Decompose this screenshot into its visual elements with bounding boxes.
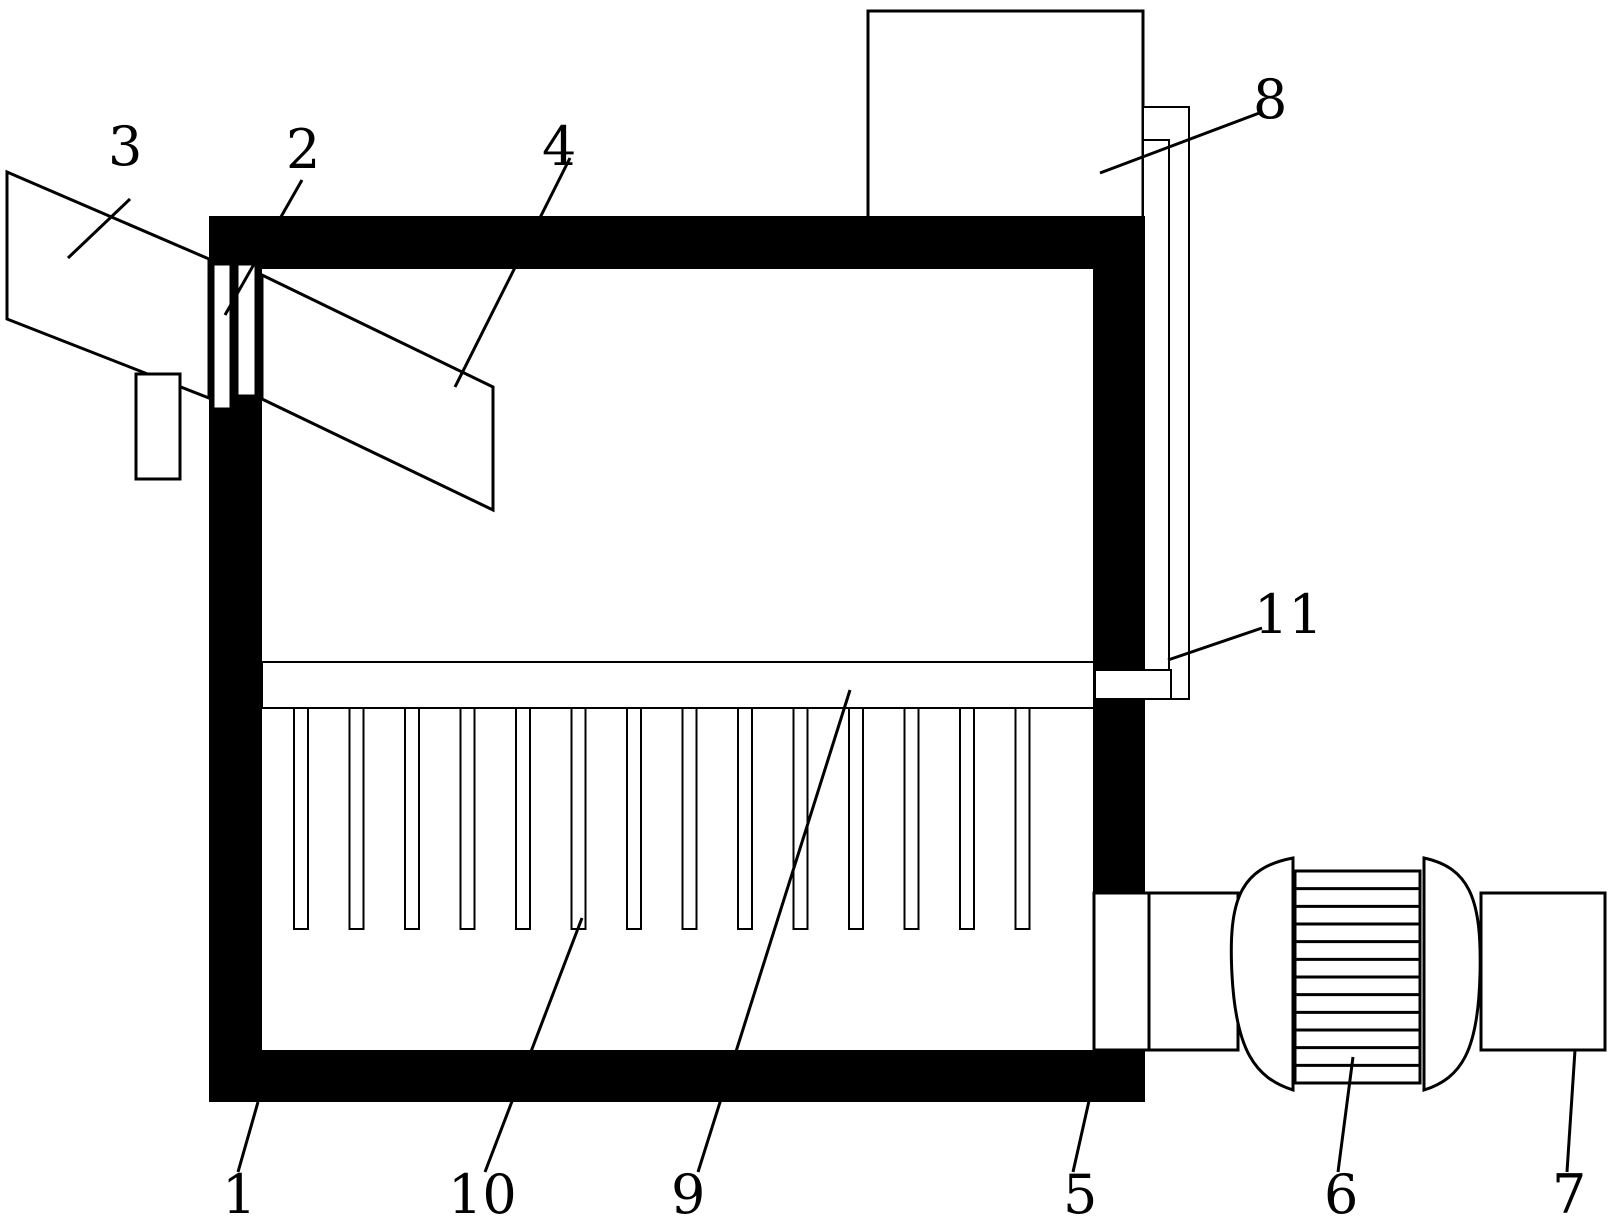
leader-3 (66, 197, 132, 260)
chute-inner (260, 272, 495, 513)
label-9: 9 (671, 1163, 705, 1223)
label-5: 5 (1063, 1163, 1097, 1223)
leader-11 (1167, 626, 1263, 662)
outlet-pipe (1092, 891, 1151, 1052)
label-4: 4 (542, 115, 576, 178)
leader-lines (66, 110, 1577, 1173)
leader-10 (483, 917, 584, 1173)
label-2: 2 (286, 118, 320, 181)
motor-fins (1295, 887, 1420, 1067)
exhaust-pipe (1479, 891, 1607, 1052)
leader-5 (1071, 1051, 1102, 1173)
comb-tooth (959, 707, 975, 930)
comb-tooth (737, 707, 753, 930)
leader-6 (1336, 1056, 1355, 1173)
leader-7 (1565, 1049, 1577, 1173)
label-8: 8 (1253, 68, 1287, 131)
hinge-block-left (211, 262, 233, 411)
motor-left-dome (1229, 856, 1295, 1093)
side-rail-inner (1142, 139, 1170, 671)
comb-tooth (515, 707, 531, 930)
label-10: 10 (448, 1163, 517, 1223)
hinge-block-right (235, 262, 258, 398)
label-1: 1 (222, 1163, 256, 1223)
motor-right-dome (1422, 856, 1482, 1093)
label-7: 7 (1552, 1163, 1586, 1223)
comb-tooth (681, 707, 698, 930)
outlet-duct (1147, 891, 1240, 1052)
label-3: 3 (108, 115, 142, 178)
comb-tooth (293, 707, 309, 930)
chute-support-leg (134, 372, 182, 481)
comb-tooth (404, 707, 420, 930)
connector-tab (1094, 669, 1172, 700)
leader-2 (223, 179, 304, 316)
comb-tooth (792, 707, 809, 930)
leader-1 (236, 1101, 260, 1173)
comb-tooth (459, 707, 476, 930)
comb-tooth (1014, 707, 1031, 930)
chute-outer (5, 169, 211, 401)
top-box (866, 9, 1145, 220)
comb-teeth (293, 707, 1031, 930)
leader-8 (1099, 110, 1263, 175)
label-6: 6 (1324, 1163, 1358, 1223)
part-labels: 1 2 3 4 5 6 7 8 9 10 11 (108, 68, 1586, 1223)
horizontal-plate (261, 661, 1095, 709)
comb-tooth (848, 707, 864, 930)
comb-tooth (570, 707, 587, 930)
leader-9 (696, 689, 852, 1173)
label-11: 11 (1254, 583, 1323, 646)
comb-tooth (903, 707, 920, 930)
comb-tooth (626, 707, 642, 930)
comb-tooth (348, 707, 365, 930)
leader-4 (453, 157, 572, 388)
